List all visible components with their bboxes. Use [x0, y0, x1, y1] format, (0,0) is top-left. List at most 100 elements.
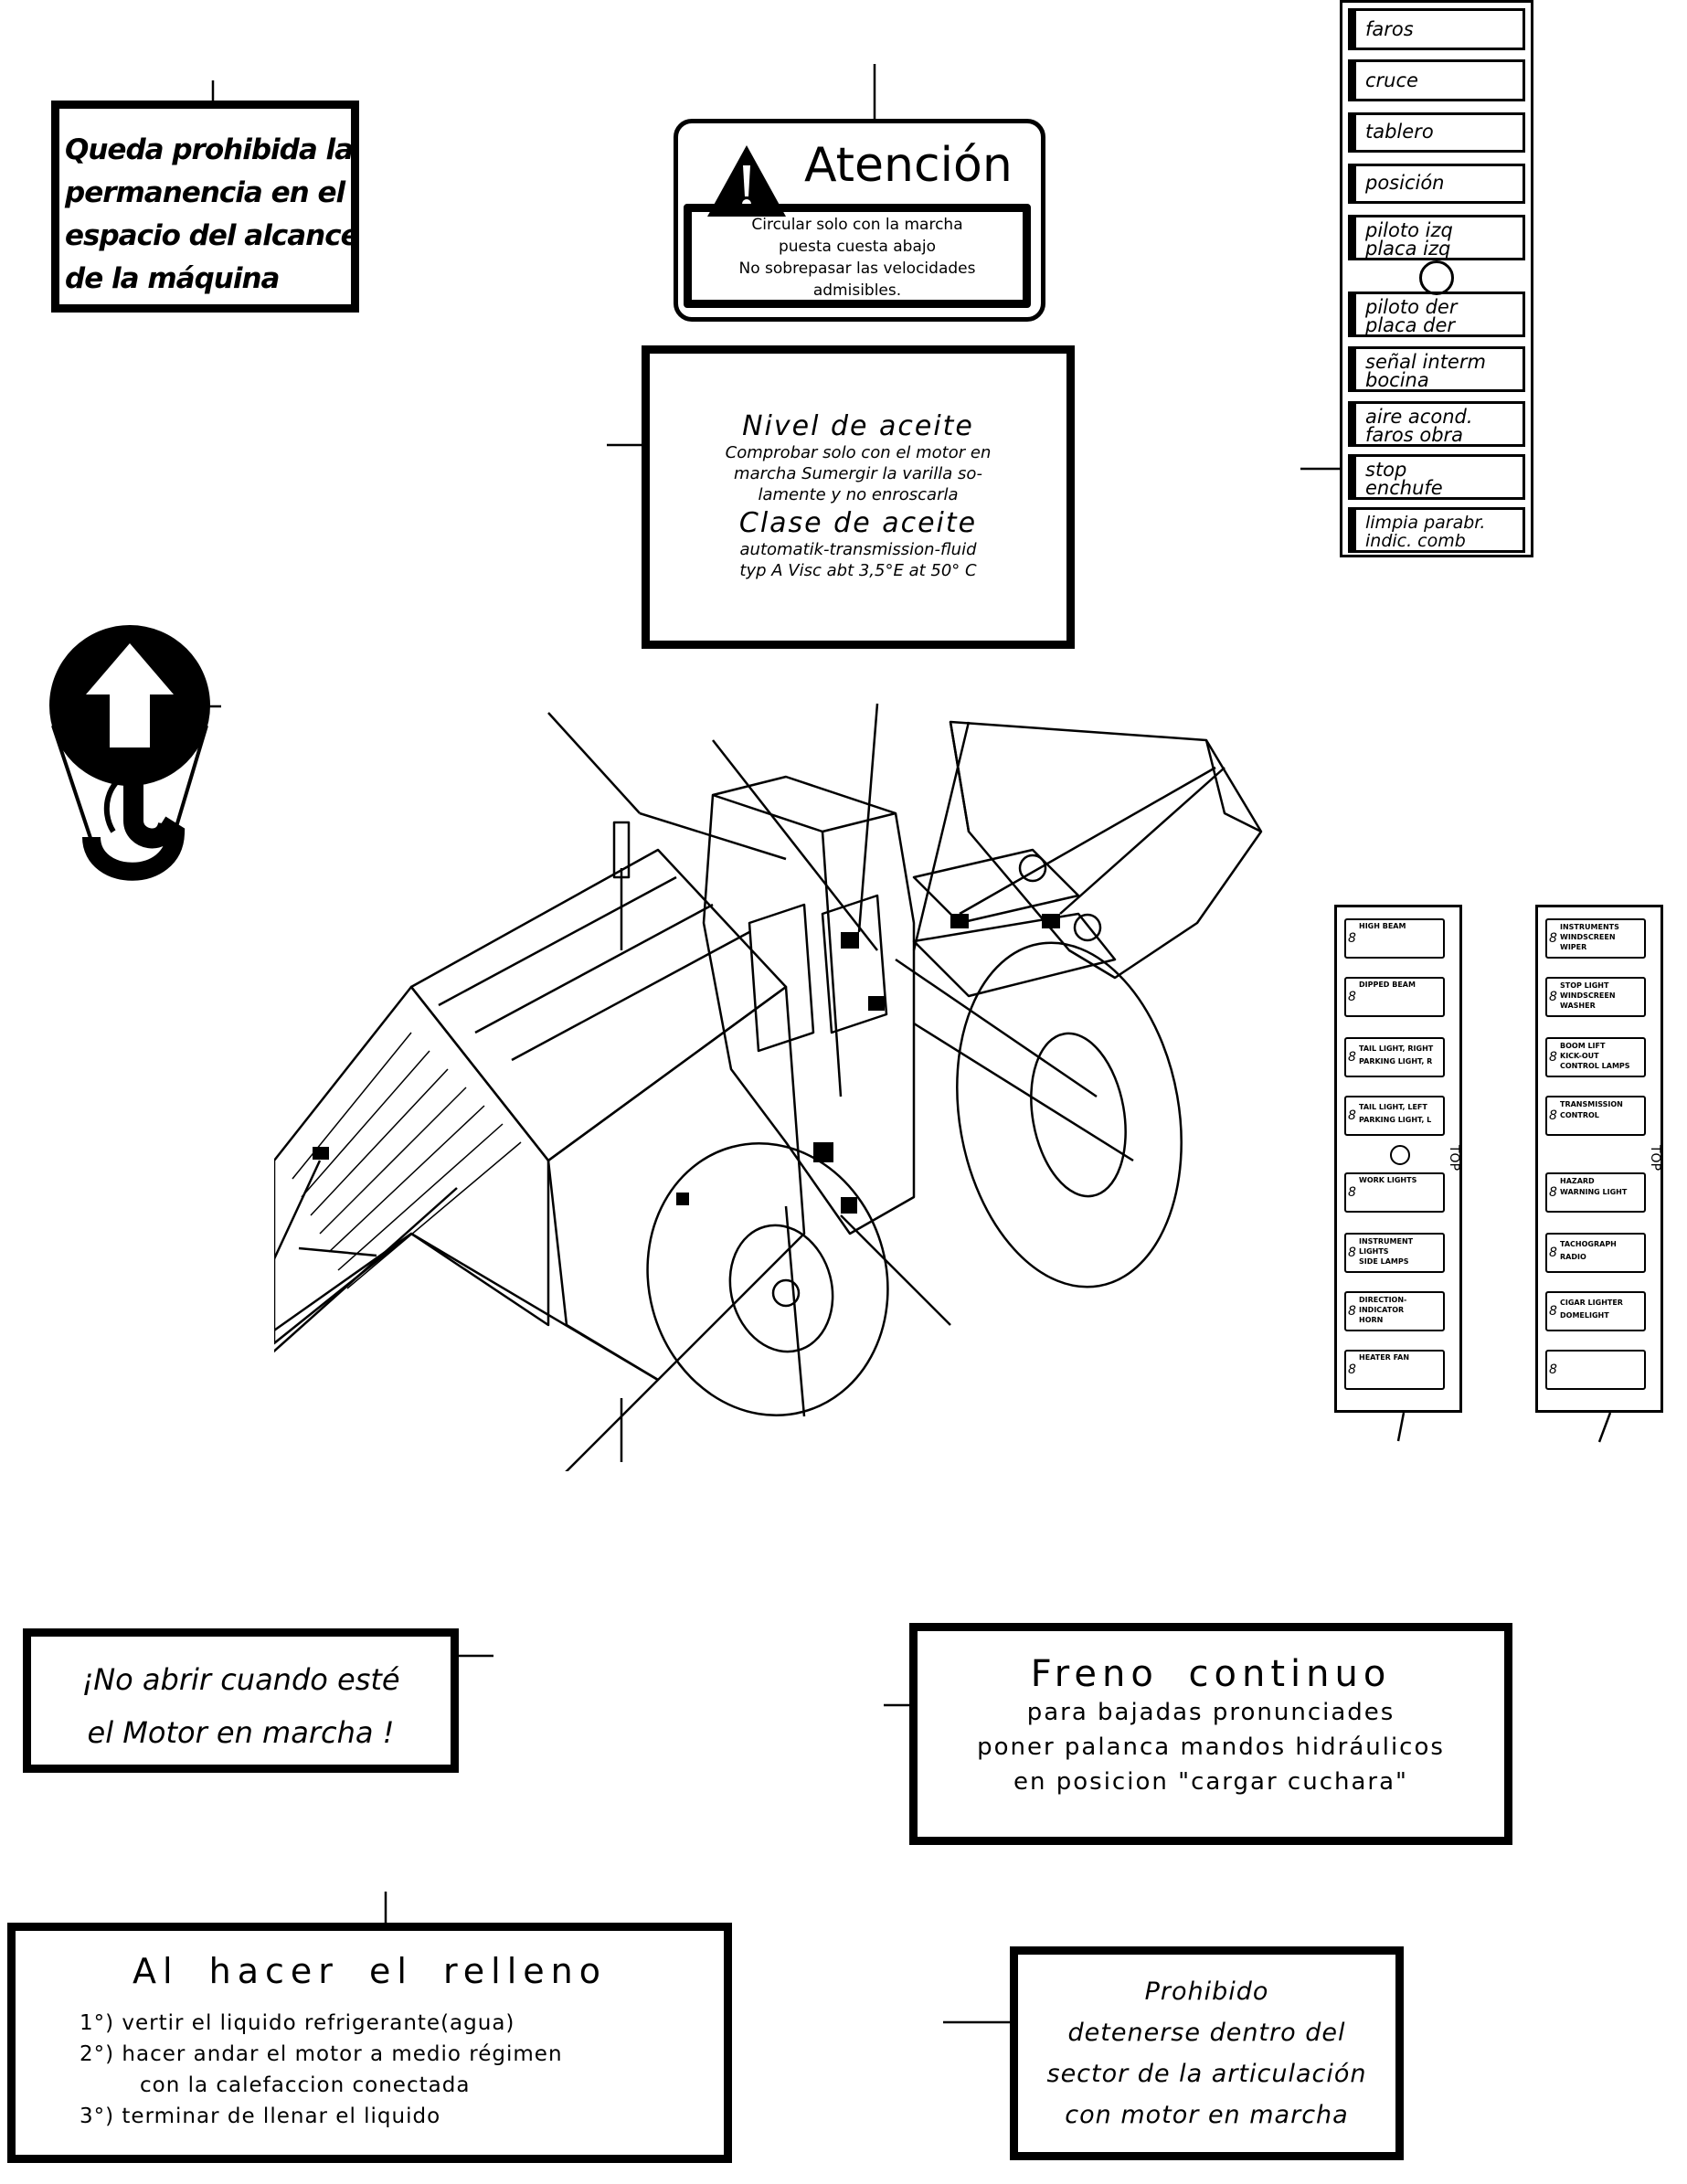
fuse-label-line: piloto izq [1365, 219, 1453, 241]
label-aceite: Nivel de aceite Comprobar solo con el mo… [642, 345, 1075, 649]
fuse-label-line: bocina [1365, 369, 1429, 391]
fuse-label-line: WORK LIGHTS [1359, 1176, 1417, 1184]
fuse-slot: 8 HEATER FAN [1344, 1350, 1445, 1390]
fuse-label-line: piloto der [1365, 296, 1458, 318]
fuse-label-line: WARNING LIGHT [1560, 1188, 1628, 1196]
fuse-label: limpia parabr. indic. comb [1365, 514, 1485, 550]
fuse-slot: aire acond. faros obra [1348, 401, 1525, 447]
top-marker: TOP [1648, 1145, 1662, 1172]
fuse-label-line: placa der [1365, 314, 1456, 336]
fuse-label-line: CONTROL LAMPS [1560, 1062, 1630, 1070]
fuse-number: 8 [1549, 1108, 1557, 1123]
relleno-line-3: con la calefaccion conectada [140, 2073, 471, 2097]
fuse-slot: señal interm bocina [1348, 346, 1525, 392]
prohibida-line-3: espacio del alcance [65, 219, 360, 252]
fuse-number: 8 [1348, 1362, 1356, 1377]
fuse-number: 8 [1348, 1304, 1356, 1319]
cab-window [748, 903, 815, 1053]
fuse-label: posición [1365, 172, 1445, 194]
relleno-title: Al hacer el relleno [133, 1951, 607, 1991]
fuse-label-line: WIPER [1560, 943, 1587, 951]
freno-line-1: para bajadas pronunciades [1026, 1699, 1395, 1726]
relleno-line-2: 2°) hacer andar el motor a medio régimen [80, 2042, 563, 2066]
fuse-label-line: aire acond. [1365, 406, 1473, 428]
fuse-slot: 8 [1545, 1350, 1646, 1390]
fuse-number: 8 [1348, 1050, 1356, 1065]
fuse-number: 8 [1348, 931, 1356, 946]
fuse-label-line: HIGH BEAM [1359, 922, 1406, 930]
fuse-label-line: TAIL LIGHT, RIGHT [1359, 1044, 1434, 1053]
label-prohibida: Queda prohibida la permanencia en el esp… [51, 101, 360, 313]
wheel-loader-drawing [274, 703, 1263, 1471]
atencion-line-3: No sobrepasar las velocidades [738, 260, 976, 278]
decal-mark [841, 932, 859, 949]
label-no-abrir: ¡No abrir cuando esté el Motor en marcha… [23, 1628, 459, 1773]
fuse-label: faros [1365, 18, 1414, 40]
decal-mark [813, 1142, 833, 1162]
fuse-number: 8 [1348, 1185, 1356, 1200]
atencion-body: Circular solo con la marcha puesta cuest… [684, 204, 1031, 308]
fuse-label-line: TAIL LIGHT, LEFT [1359, 1103, 1427, 1111]
aceite-body2-line-1: automatik-transmission-fluid [739, 540, 977, 559]
fuse-label-line: WINDSCREEN [1560, 933, 1616, 941]
fuse-label-line: SIDE LAMPS [1359, 1257, 1409, 1266]
fuse-label-line: HEATER FAN [1359, 1353, 1410, 1362]
fuse-label: HEATER FAN [1359, 1353, 1409, 1362]
fuse-label-line: STOP LIGHT [1560, 981, 1609, 990]
no-abrir-line-2: el Motor en marcha ! [87, 1715, 395, 1750]
fuse-label-line: HORN [1359, 1316, 1384, 1324]
fuse-label-line: DIPPED BEAM [1359, 981, 1416, 989]
atencion-line-4: admisibles. [812, 281, 902, 300]
engine-hood [409, 848, 788, 1162]
decal-mark [868, 996, 885, 1011]
fuse-label-line: faros obra [1365, 424, 1464, 446]
fuse-slot: 8 TAIL LIGHT, RIGHT PARKING LIGHT, R [1344, 1037, 1445, 1077]
fuse-slot: faros [1348, 8, 1525, 50]
fuse-label-line: placa izq [1365, 238, 1451, 260]
fuse-slot: tablero [1348, 112, 1525, 153]
fuse-label-line: indic. comb [1365, 531, 1466, 551]
prohibida-line-4: de la máquina [65, 262, 280, 295]
fuse-slot: piloto der placa der [1348, 292, 1525, 337]
fuse-panel-english-left: TOP 8 HIGH BEAM 8 DIPPED BEAM 8 TAIL LIG… [1334, 905, 1462, 1413]
relleno-line-1: 1°) vertir el liquido refrigerante(agua) [80, 2011, 515, 2035]
fuse-slot: cruce [1348, 59, 1525, 101]
fuse-label: DIPPED BEAM [1359, 981, 1416, 989]
fuse-slot: piloto izq placa izq [1348, 215, 1525, 260]
fuse-label-line: CONTROL [1560, 1111, 1599, 1119]
fuse-label-line: TACHOGRAPH [1560, 1240, 1617, 1248]
front-wheel [646, 1142, 889, 1416]
aceite-body1-line-1: Comprobar solo con el motor en [725, 443, 992, 462]
fuse-number: 8 [1348, 1246, 1356, 1260]
fuse-number: 8 [1348, 990, 1356, 1004]
fuse-label-line: INSTRUMENT [1359, 1237, 1414, 1246]
label-articulacion: Prohibido detenerse dentro del sector de… [1010, 1946, 1404, 2160]
fuse-label-line: PARKING LIGHT, R [1359, 1057, 1433, 1065]
fuse-number: 8 [1549, 931, 1557, 946]
aceite-body1-line-2: marcha Sumergir la varilla so- [734, 464, 982, 483]
fuse-label-line: limpia parabr. [1365, 513, 1486, 533]
freno-line-2: poner palanca mandos hidráulicos [977, 1733, 1445, 1761]
fuse-label: HIGH BEAM [1359, 922, 1406, 930]
fuse-label: tablero [1365, 121, 1434, 143]
fuse-slot: limpia parabr. indic. comb [1348, 507, 1525, 553]
freno-title: Freno continuo [1030, 1653, 1392, 1695]
prohibida-line-1: Queda prohibida la [65, 133, 354, 166]
fuse-label-line: INDICATOR [1359, 1306, 1405, 1314]
fuse-slot: 8 WORK LIGHTS [1344, 1172, 1445, 1213]
